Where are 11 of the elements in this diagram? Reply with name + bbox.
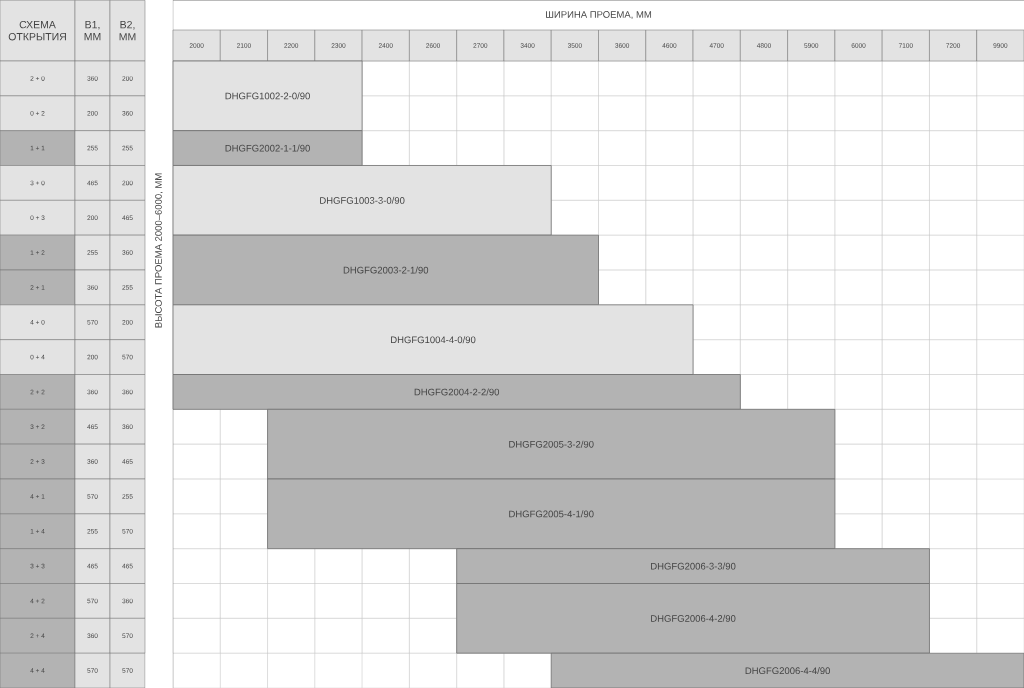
model-bar: DHGFG2006-4-4/90	[550, 652, 1024, 688]
model-bar: DHGFG1004-4-0/90	[172, 304, 694, 375]
model-bar: DHGFG2003-2-1/90	[172, 234, 599, 306]
model-bar: DHGFG2004-2-2/90	[172, 374, 741, 410]
model-bar: DHGFG2002-1-1/90	[172, 130, 363, 166]
model-bar: DHGFG2006-3-3/90	[456, 548, 930, 584]
axis-title: ВЫСОТА ПРОЕМА 2000–6000, ММ	[155, 173, 163, 328]
model-bar: DHGFG1003-3-0/90	[172, 165, 552, 236]
column-header-cell: В1, ММ	[74, 0, 111, 62]
column-header-cell: В2, ММ	[109, 0, 146, 62]
axis-title: ШИРИНА ПРОЕМА, ММ	[546, 11, 652, 19]
